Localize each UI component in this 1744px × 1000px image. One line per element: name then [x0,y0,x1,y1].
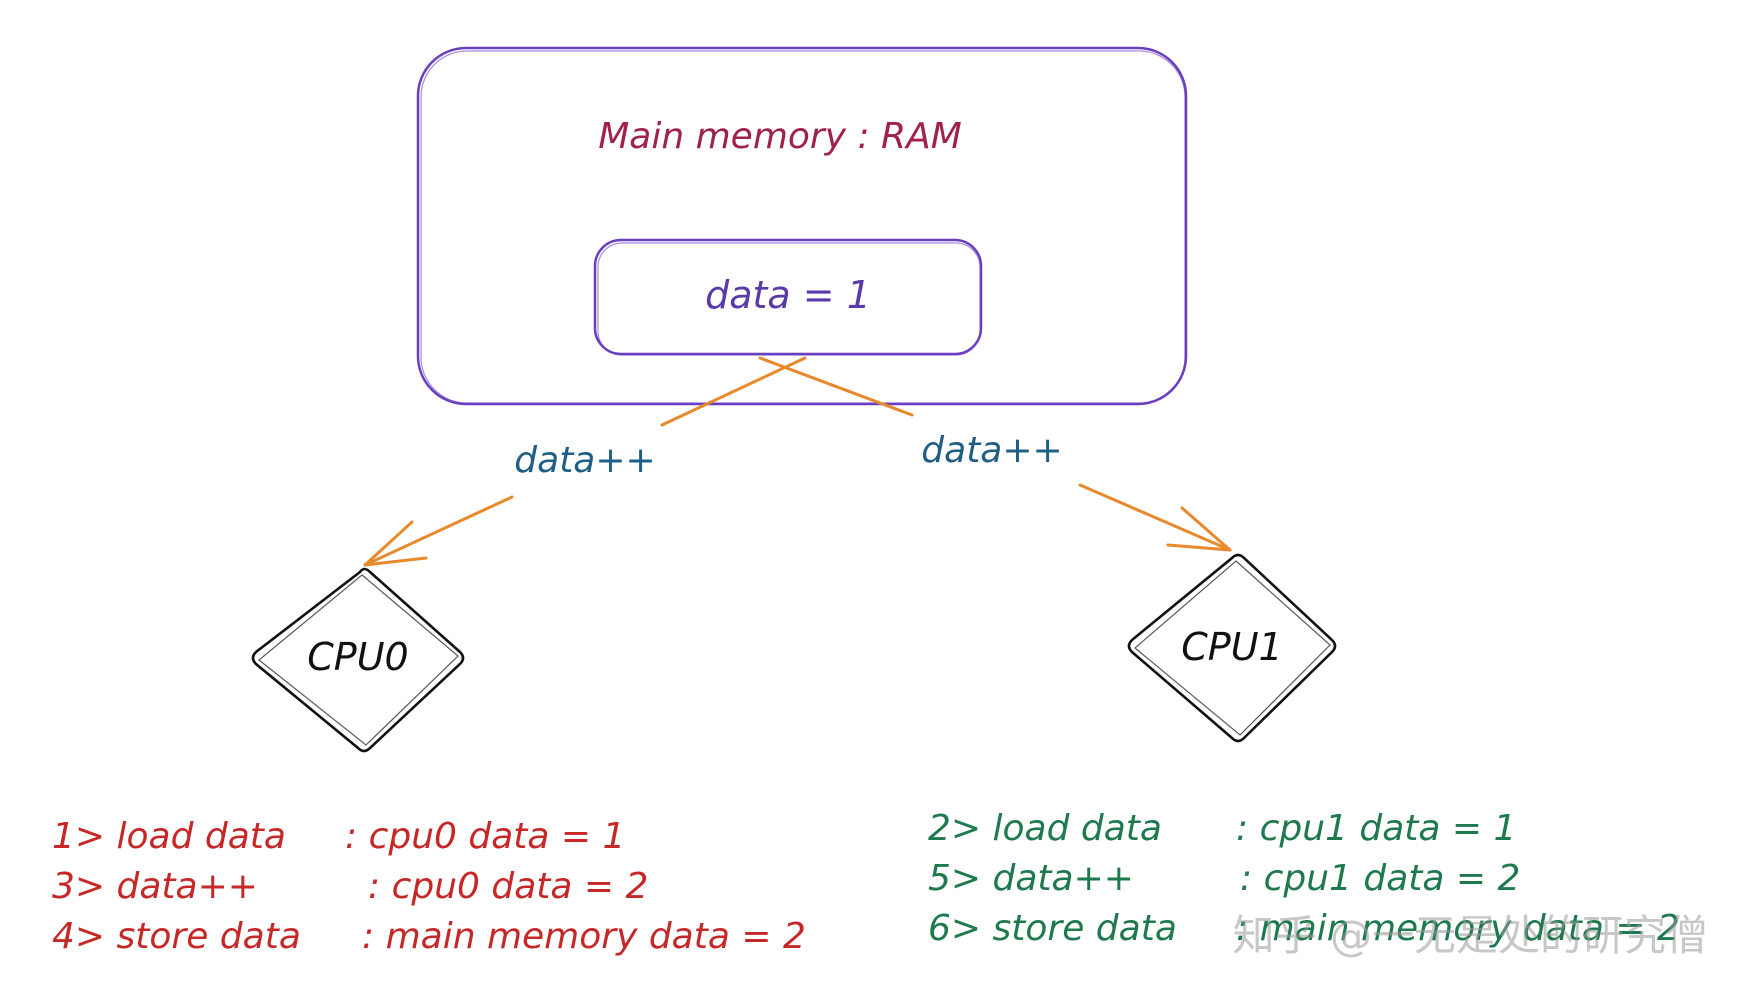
cpu1-step-2-result: : cpu1 data = 1 [1236,808,1516,849]
cpu1-step-6-result: : main memory data = 2 [1236,908,1680,949]
arrow-label-right: data++ [921,430,1062,471]
cpu0-step-4-result: : main memory data = 2 [362,916,806,957]
ram-box [416,46,1188,406]
arrow-label-left: data++ [514,440,655,481]
cpu0-node [251,567,465,753]
arrow-to-cpu0 [363,356,807,567]
cpu1-label: CPU1 [1181,625,1282,669]
data-box [593,238,983,356]
cpu1-step-6-op: 6> store data [928,908,1177,949]
cpu1-step-5-result: : cpu1 data = 2 [1240,858,1520,899]
data-value-label: data = 1 [705,273,871,317]
cpu1-step-5-op: 5> data++ [928,858,1134,899]
cpu0-label: CPU0 [307,635,408,679]
cpu1-steps: 2> load data : cpu1 data = 1 5> data++ :… [928,808,1680,949]
arrow-to-cpu1 [758,356,1232,552]
cpu0-step-3-op: 3> data++ [52,866,258,907]
watermark: 知乎 @一无是处的研究僧 [1233,911,1708,960]
cpu0-step-4-op: 4> store data [52,916,301,957]
cpu0-step-1-result: : cpu0 data = 1 [345,816,625,857]
cpu0-steps: 1> load data : cpu0 data = 1 3> data++ :… [52,816,806,957]
cpu0-step-3-result: : cpu0 data = 2 [368,866,648,907]
ram-title: Main memory : RAM [598,116,962,157]
cpu1-step-2-op: 2> load data [928,808,1162,849]
cpu0-step-1-op: 1> load data [52,816,286,857]
cpu1-node [1127,553,1337,743]
